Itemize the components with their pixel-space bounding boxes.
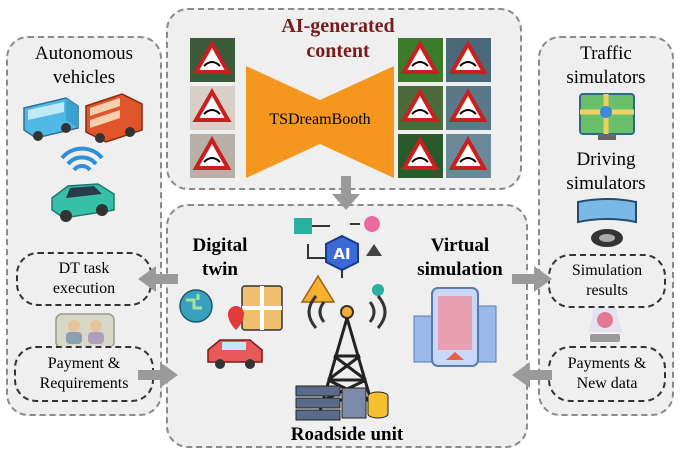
arrow-left-icon <box>512 362 552 388</box>
digital-twin-map-icon <box>179 285 283 369</box>
roadside-unit-label: Roadside unit <box>290 424 404 445</box>
virtual-city-phone-icon <box>413 287 497 367</box>
ai-network-icon: AI <box>294 216 384 303</box>
warning-sign-icon <box>400 87 440 122</box>
arrow-right-icon <box>512 266 552 292</box>
output-sign-image-5 <box>398 134 443 178</box>
payment-requirements-box: Payment & Requirements <box>14 346 154 402</box>
connected-car-icon <box>51 146 115 222</box>
driving-simulator-icon <box>577 198 637 247</box>
warning-sign-icon <box>448 87 488 122</box>
input-sign-image-3 <box>190 134 235 178</box>
dt-task-execution-box: DT task execution <box>16 252 152 306</box>
simulation-results-box: Simulation results <box>548 254 666 308</box>
warning-sign-icon <box>400 135 440 170</box>
output-sign-image-2 <box>446 38 491 82</box>
arrow-left-icon <box>138 266 178 292</box>
input-sign-image-1 <box>190 38 235 82</box>
warning-sign-icon <box>448 135 488 170</box>
digital-twin-title: Digital twin <box>192 235 248 280</box>
output-sign-image-6 <box>446 134 491 178</box>
traffic-simulators-title: Traffic simulators <box>566 43 646 88</box>
warning-sign-icon <box>192 39 232 74</box>
input-sign-image-2 <box>190 86 235 130</box>
tsdreambooth-label: TSDreamBooth <box>269 111 371 128</box>
warning-sign-icon <box>400 39 440 74</box>
output-sign-image-4 <box>446 86 491 130</box>
warning-sign-icon <box>448 39 488 74</box>
warning-sign-icon <box>192 87 232 122</box>
traffic-map-icon <box>579 93 635 140</box>
tsdreambooth-model-shape <box>246 66 394 178</box>
ai-chip-label: AI <box>333 245 350 263</box>
hologram-icon <box>588 308 622 342</box>
virtual-simulation-title: Virtual simulation <box>417 235 503 280</box>
arrow-right-icon <box>138 362 178 388</box>
payments-new-data-box: Payments & New data <box>548 346 666 402</box>
ai-generated-content-title: AI-generated content <box>281 15 395 62</box>
warning-sign-icon <box>192 135 232 170</box>
double-decker-bus-icon <box>85 93 143 143</box>
autonomous-vehicles-title: Autonomous vehicles <box>34 43 134 88</box>
output-sign-image-1 <box>398 38 443 82</box>
arrow-down-icon <box>332 176 360 210</box>
bus-icon <box>23 97 79 141</box>
output-sign-image-3 <box>398 86 443 130</box>
driving-simulators-title: Driving simulators <box>566 149 646 194</box>
server-database-icon <box>295 385 389 421</box>
